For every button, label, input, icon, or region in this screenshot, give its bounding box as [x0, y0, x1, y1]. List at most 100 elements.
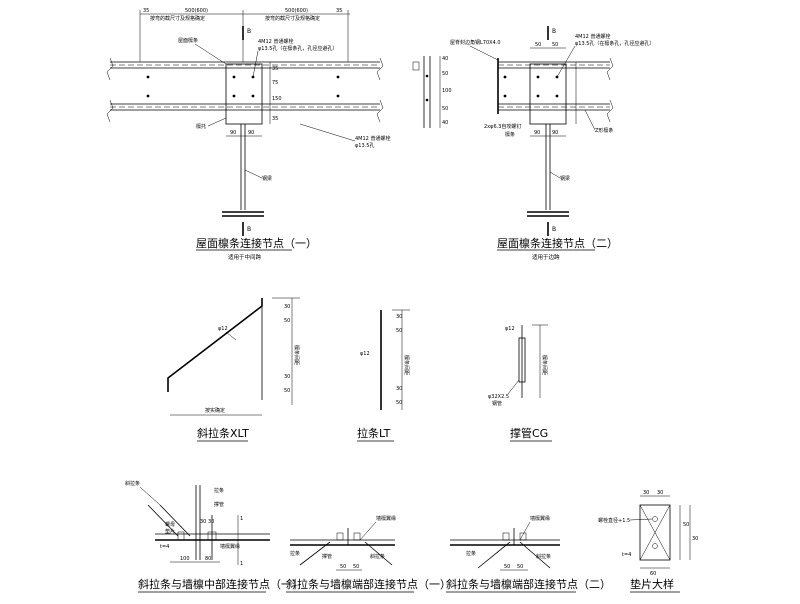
lt-dim-4: 50 [396, 400, 402, 406]
section-mark-top: B [247, 28, 251, 35]
label-z-purlin: Z形檩条 [595, 127, 613, 134]
xlt-dim-3: 30 [284, 374, 290, 380]
brace1-dim-3: 30 [200, 519, 206, 525]
bolt-group [146, 75, 340, 98]
dim-top-2-2: 50 [552, 42, 558, 48]
dim-bottom-2-2: 90 [552, 130, 558, 136]
xlt-dim-1: 30 [284, 304, 290, 310]
brace2-label-rod: 拉条 [290, 550, 300, 557]
label-steel-beam-2: 钢梁 [560, 175, 570, 182]
brace-joint-2-detail: 墙檩翼缘 拉条 斜拉条 撑管 50 50 斜拉条与墙檩端部连接节点（一） [286, 515, 451, 593]
dim-bottom-1: 90 [230, 130, 236, 136]
section-mark-2-top: B [552, 28, 556, 35]
cg-title: 撑管CG [510, 426, 548, 440]
brace2-dim-2: 50 [353, 564, 359, 570]
purlin-joint-2-subtitle: 适用于边跨 [532, 253, 560, 261]
label-hole-2: φ13.5孔（在檩条孔，孔径应避孔） [575, 40, 654, 47]
brace1-label-thickness: t=4 [160, 544, 169, 550]
dim-top-1: 500(600) [185, 8, 208, 14]
dim-top-4: 35 [336, 8, 342, 14]
brace2-label-flange: 墙檩翼缘 [376, 515, 396, 522]
dim-bottom-2-1: 90 [534, 130, 540, 136]
label-ridge-angle: 屋脊封边角钢L70X4.0 [450, 39, 501, 46]
xlt-title: 斜拉条XLT [197, 426, 249, 440]
label-hole-top: φ13.5孔（在檩条孔，孔径应避孔） [258, 45, 337, 52]
brace-joint-3-detail: 墙檩翼缘 拉条 斜拉条 50 50 斜拉条与墙檩端部连接节点（二） [446, 515, 611, 593]
washer-label-hole: 螺栓直径+1.5 [598, 517, 630, 524]
brace1-mark-2: 1 [240, 561, 243, 567]
dim-side-2-2: 50 [442, 71, 448, 77]
dim-top-2-1: 50 [535, 42, 541, 48]
lt-note-spacing: 檩条间距 [403, 355, 410, 375]
brace1-dim-1: 100 [180, 556, 190, 562]
brace-joint-1-title: 斜拉条与墙檩中部连接节点（一） [138, 577, 303, 591]
lt-dim-3: 30 [396, 386, 402, 392]
brace1-label-rod: 拉条 [214, 487, 224, 494]
brace3-label-rod: 拉条 [466, 550, 476, 557]
dim-side-3: 150 [272, 96, 282, 102]
brace2-dim-1: 50 [340, 564, 346, 570]
dim-side-2-4: 50 [442, 106, 448, 112]
purlin-joint-2-detail: 40 50 100 50 40 B B 50 50 屋脊封边角钢L70X4.0 … [412, 26, 654, 261]
purlin-joint-2-title: 屋面檩条连接节点（二） [497, 236, 618, 250]
brace1-label-pipe: 撑管 [214, 501, 224, 508]
brace-joint-1-detail: 1 1 斜拉条 拉条 撑管 螺母 垫片 墙檩翼缘 t=4 100 80 30 3… [125, 480, 303, 593]
washer-dim-1: 30 [643, 490, 649, 496]
cg-pipe-note: 钢管 [492, 400, 502, 407]
dim-bottom-2: 90 [248, 130, 254, 136]
xlt-detail: 30 50 30 50 檩条间距 φ12 按实确定 斜拉条XLT [167, 297, 300, 442]
label-hole-bottom: φ13.5孔 [355, 142, 374, 149]
cg-rod-label: φ12 [505, 326, 515, 332]
lt-dim-1: 30 [396, 314, 402, 320]
purlin-joint-1-detail: 500(600) 500(600) 35 35 按弯的截尺寸及规格确定 按弯的截… [106, 8, 390, 261]
label-screws: 2xφ6.3自攻螺钉 [484, 123, 521, 130]
lt-title: 拉条LT [357, 426, 391, 440]
brace1-dim-4: 30 [208, 519, 214, 525]
xlt-note-length: 按实确定 [205, 407, 225, 414]
washer-label-thickness: t=4 [622, 552, 631, 558]
washer-detail: 30 30 50 30 60 螺栓直径+1.5 t=4 垫片大样 [598, 490, 698, 593]
brace-joint-2-title: 斜拉条与墙檩端部连接节点（一） [286, 577, 451, 591]
label-bolts-top: 4M12 普通螺栓 [258, 38, 293, 45]
purlin-joint-1-title: 屋面檩条连接节点（一） [196, 236, 317, 250]
cg-pipe-label: φ32X2.5 [488, 394, 509, 400]
brace1-dim-2: 80 [205, 556, 211, 562]
xlt-note-spacing: 檩条间距 [293, 345, 300, 365]
brace2-label-diag: 斜拉条 [370, 553, 385, 560]
note-top-2: 按弯的截尺寸及规格确定 [265, 15, 320, 22]
brace-joint-3-title: 斜拉条与墙檩端部连接节点（二） [446, 577, 611, 591]
dim-top-3: 35 [143, 8, 149, 14]
washer-dim-5: 60 [650, 571, 656, 577]
label-roof-purlin: 屋面檩条 [178, 37, 198, 44]
label-bolts-bottom: 4M12 普通螺栓 [355, 135, 390, 142]
brace1-label-diag: 斜拉条 [125, 480, 140, 487]
label-purlin-2: 檩条 [505, 131, 515, 138]
cg-note-spacing: 檩条间距 [541, 355, 548, 375]
label-cleat: 檩托 [196, 123, 206, 130]
dim-side-1: 35 [272, 66, 278, 72]
dim-side-2: 75 [272, 80, 278, 86]
brace1-mark-1: 1 [240, 516, 243, 522]
xlt-dim-2: 50 [284, 318, 290, 324]
dim-side-4: 35 [272, 116, 278, 122]
xlt-rod-label: φ12 [218, 326, 228, 332]
washer-dim-4: 30 [692, 536, 698, 542]
brace3-label-diag: 斜拉条 [536, 553, 551, 560]
lt-detail: 30 50 30 50 檩条间距 φ12 拉条LT [357, 309, 410, 442]
lt-dim-2: 50 [396, 328, 402, 334]
dim-top-2: 500(600) [285, 8, 308, 14]
section-mark-2-bottom: B [552, 226, 556, 233]
xlt-dim-4: 50 [284, 388, 290, 394]
brace2-label-pipe: 撑管 [322, 553, 332, 560]
brace1-label-nut: 螺母 [165, 521, 175, 528]
dim-side-2-5: 40 [442, 120, 448, 126]
label-steel-beam: 钢梁 [262, 175, 272, 182]
brace1-label-flange: 墙檩翼缘 [220, 543, 240, 550]
brace3-dim-2: 50 [517, 564, 523, 570]
brace1-label-washer: 垫片 [165, 528, 175, 535]
washer-dim-2: 30 [657, 490, 663, 496]
purlin-joint-1-subtitle: 适用于中间跨 [228, 253, 262, 261]
washer-dim-3: 50 [683, 522, 689, 528]
